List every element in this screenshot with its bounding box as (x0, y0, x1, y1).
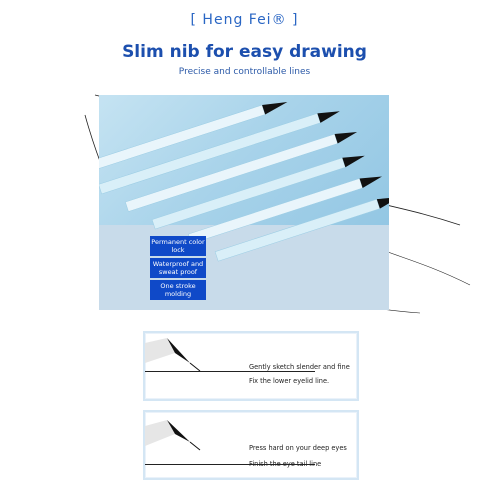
feature-badge-one-stroke: One stroke molding (150, 280, 206, 300)
card-text-primary: Gently sketch slender and fine (249, 363, 350, 371)
page-subtitle: Precise and controllable lines (178, 67, 311, 77)
stroke-line (145, 464, 315, 465)
feature-badge-waterproof: Waterproof and sweat proof (150, 258, 206, 278)
hero-image (99, 95, 389, 310)
page-title: Slim nib for easy drawing (122, 42, 367, 62)
card-text-secondary: Finish the eye tail line (249, 460, 322, 468)
usage-card-lower-eyelid: Gently sketch slender and fine Fix the l… (143, 331, 359, 401)
card-text-primary: Press hard on your deep eyes (249, 444, 347, 452)
eyeliner-pens (99, 102, 389, 262)
usage-card-eye-tail: Press hard on your deep eyes Finish the … (143, 410, 359, 480)
card-text-secondary: Fix the lower eyelid line. (249, 377, 330, 385)
feature-badge-color-lock: Permanent color lock (150, 236, 206, 256)
stroke-line (145, 371, 315, 372)
pen-tip-icon (145, 420, 201, 451)
pen-tip-icon (145, 338, 201, 372)
brand-logo: [ Heng Fei® ] (190, 12, 299, 28)
